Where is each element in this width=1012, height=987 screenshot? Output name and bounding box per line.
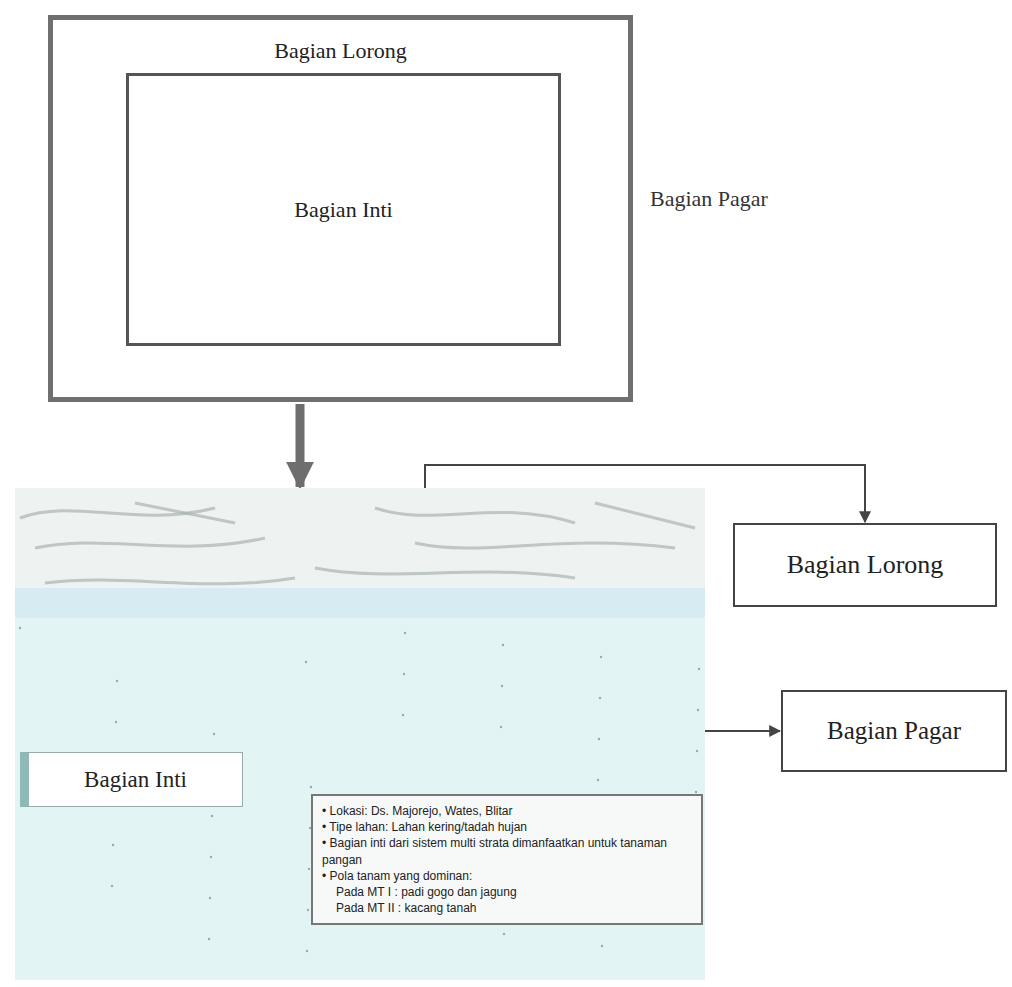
note-line: • Tipe lahan: Lahan kering/tadah hujan [322,819,527,835]
callout-box: Bagian Pagar [781,690,1007,772]
box-title: Bagian Pagar [827,717,961,745]
callout-box: Bagian Lorong [733,523,997,607]
enclosure-box: Bagian LorongBagian Inti [48,15,633,402]
label-box: Bagian Inti [20,752,243,807]
box-title: Bagian Lorong [274,38,407,64]
note-line: Pada MT I : padi gogo dan jagung [322,884,517,900]
note-line: Pada MT II : kacang tanah [322,900,477,916]
connector-arrow [296,404,305,487]
note-line: • Pola tanam yang dominan: [322,868,472,884]
box-title: Bagian Inti [84,767,187,793]
connector-arrow [705,730,780,732]
box-title: Bagian Inti [294,197,392,223]
info-box: • Lokasi: Ds. Majorejo, Wates, Blitar• T… [311,794,703,925]
part-label: Bagian Pagar [650,186,768,212]
aerial-image: Bagian Inti • Lokasi: Ds. Majorejo, Wates… [15,488,705,980]
note-line: • Lokasi: Ds. Majorejo, Wates, Blitar [322,803,512,819]
core-box: Bagian Inti [126,73,561,346]
box-title: Bagian Lorong [787,550,944,580]
note-line: • Bagian inti dari sistem multi strata d… [322,835,692,867]
